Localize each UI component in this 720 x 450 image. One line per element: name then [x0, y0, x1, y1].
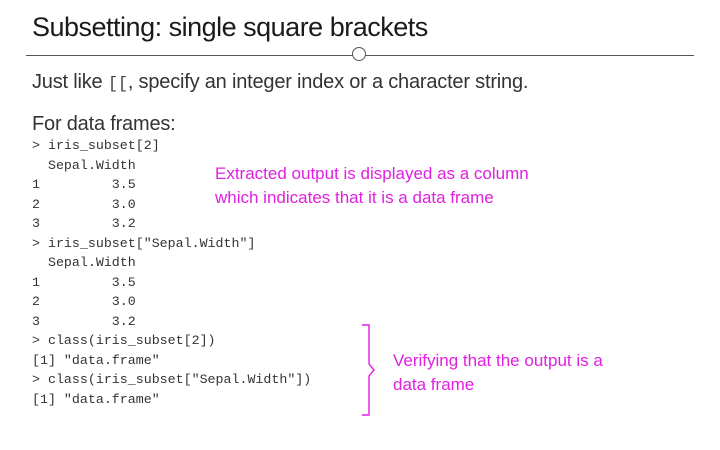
- divider-circle: [352, 47, 366, 61]
- section-heading: For data frames:: [32, 113, 176, 135]
- code-line: Sepal.Width: [32, 157, 136, 173]
- code-line: > class(iris_subset["Sepal.Width"]): [32, 372, 312, 387]
- slide-title: Subsetting: single square brackets: [32, 12, 428, 42]
- code-line: > class(iris_subset[2]): [32, 333, 216, 348]
- code-line: 1 3.5: [32, 274, 136, 290]
- code-line: 3 3.2: [32, 216, 136, 231]
- subtitle: Just like [[, specify an integer index o…: [32, 71, 528, 94]
- code-line: 2 3.0: [32, 294, 136, 309]
- code-line: [1] "data.frame": [32, 391, 160, 407]
- code-block: > iris_subset[2] Sepal.Width 1 3.5 2 3.0…: [32, 136, 311, 409]
- subtitle-text-after: , specify an integer index or a characte…: [127, 71, 529, 93]
- code-line: 1 3.5: [32, 177, 136, 192]
- code-line: Sepal.Width: [32, 255, 136, 270]
- code-line: 3 3.2: [32, 313, 136, 329]
- subtitle-inline-code: [[: [107, 75, 128, 94]
- subtitle-text-before: Just like: [32, 71, 108, 93]
- annotation-line: data frame: [393, 375, 475, 394]
- code-line: [1] "data.frame": [32, 352, 160, 368]
- code-line: > iris_subset["Sepal.Width"]: [32, 235, 256, 251]
- annotation-line: Verifying that the output is a: [393, 351, 603, 370]
- code-line: > iris_subset[2]: [32, 138, 160, 153]
- annotation-verifying-output: Verifying that the output is a data fram…: [393, 349, 603, 397]
- annotation-line: Extracted output is displayed as a colum…: [215, 164, 529, 183]
- annotation-line: which indicates that it is a data frame: [215, 188, 494, 207]
- code-line: 2 3.0: [32, 196, 136, 212]
- annotation-data-frame-column: Extracted output is displayed as a colum…: [215, 162, 529, 210]
- right-bracket-icon: [362, 324, 375, 416]
